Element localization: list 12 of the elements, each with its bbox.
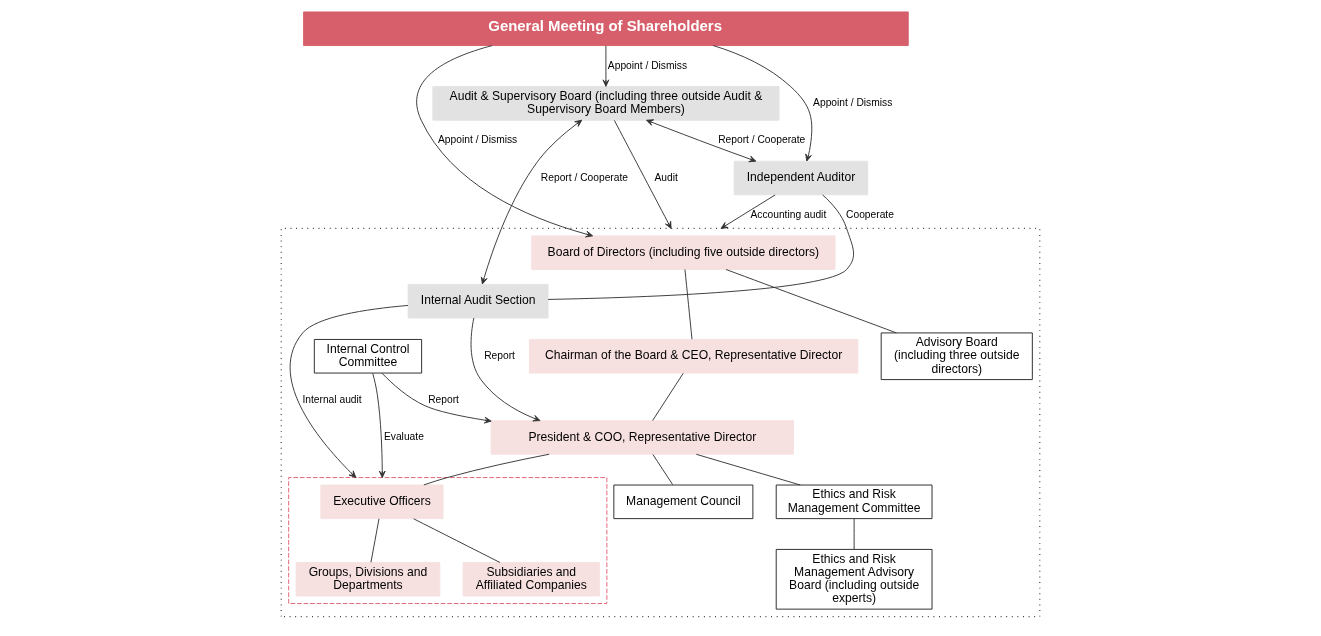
edge-label: Report / Cooperate <box>718 134 806 146</box>
edge-label: Report <box>484 349 515 361</box>
edge-label: Cooperate <box>846 208 894 220</box>
edge-label: Appoint / Dismiss <box>607 59 688 71</box>
edge-label: Accounting audit <box>750 208 827 220</box>
edge-label: Audit <box>654 171 678 183</box>
edge-label: Report / Cooperate <box>540 171 629 183</box>
edge-label: Evaluate <box>383 431 424 443</box>
edge-label: Appoint / Dismiss <box>438 134 518 146</box>
edge-label: Internal audit <box>302 393 362 405</box>
edge-label: Report <box>428 393 459 405</box>
edge-label: Appoint / Dismiss <box>813 97 893 108</box>
